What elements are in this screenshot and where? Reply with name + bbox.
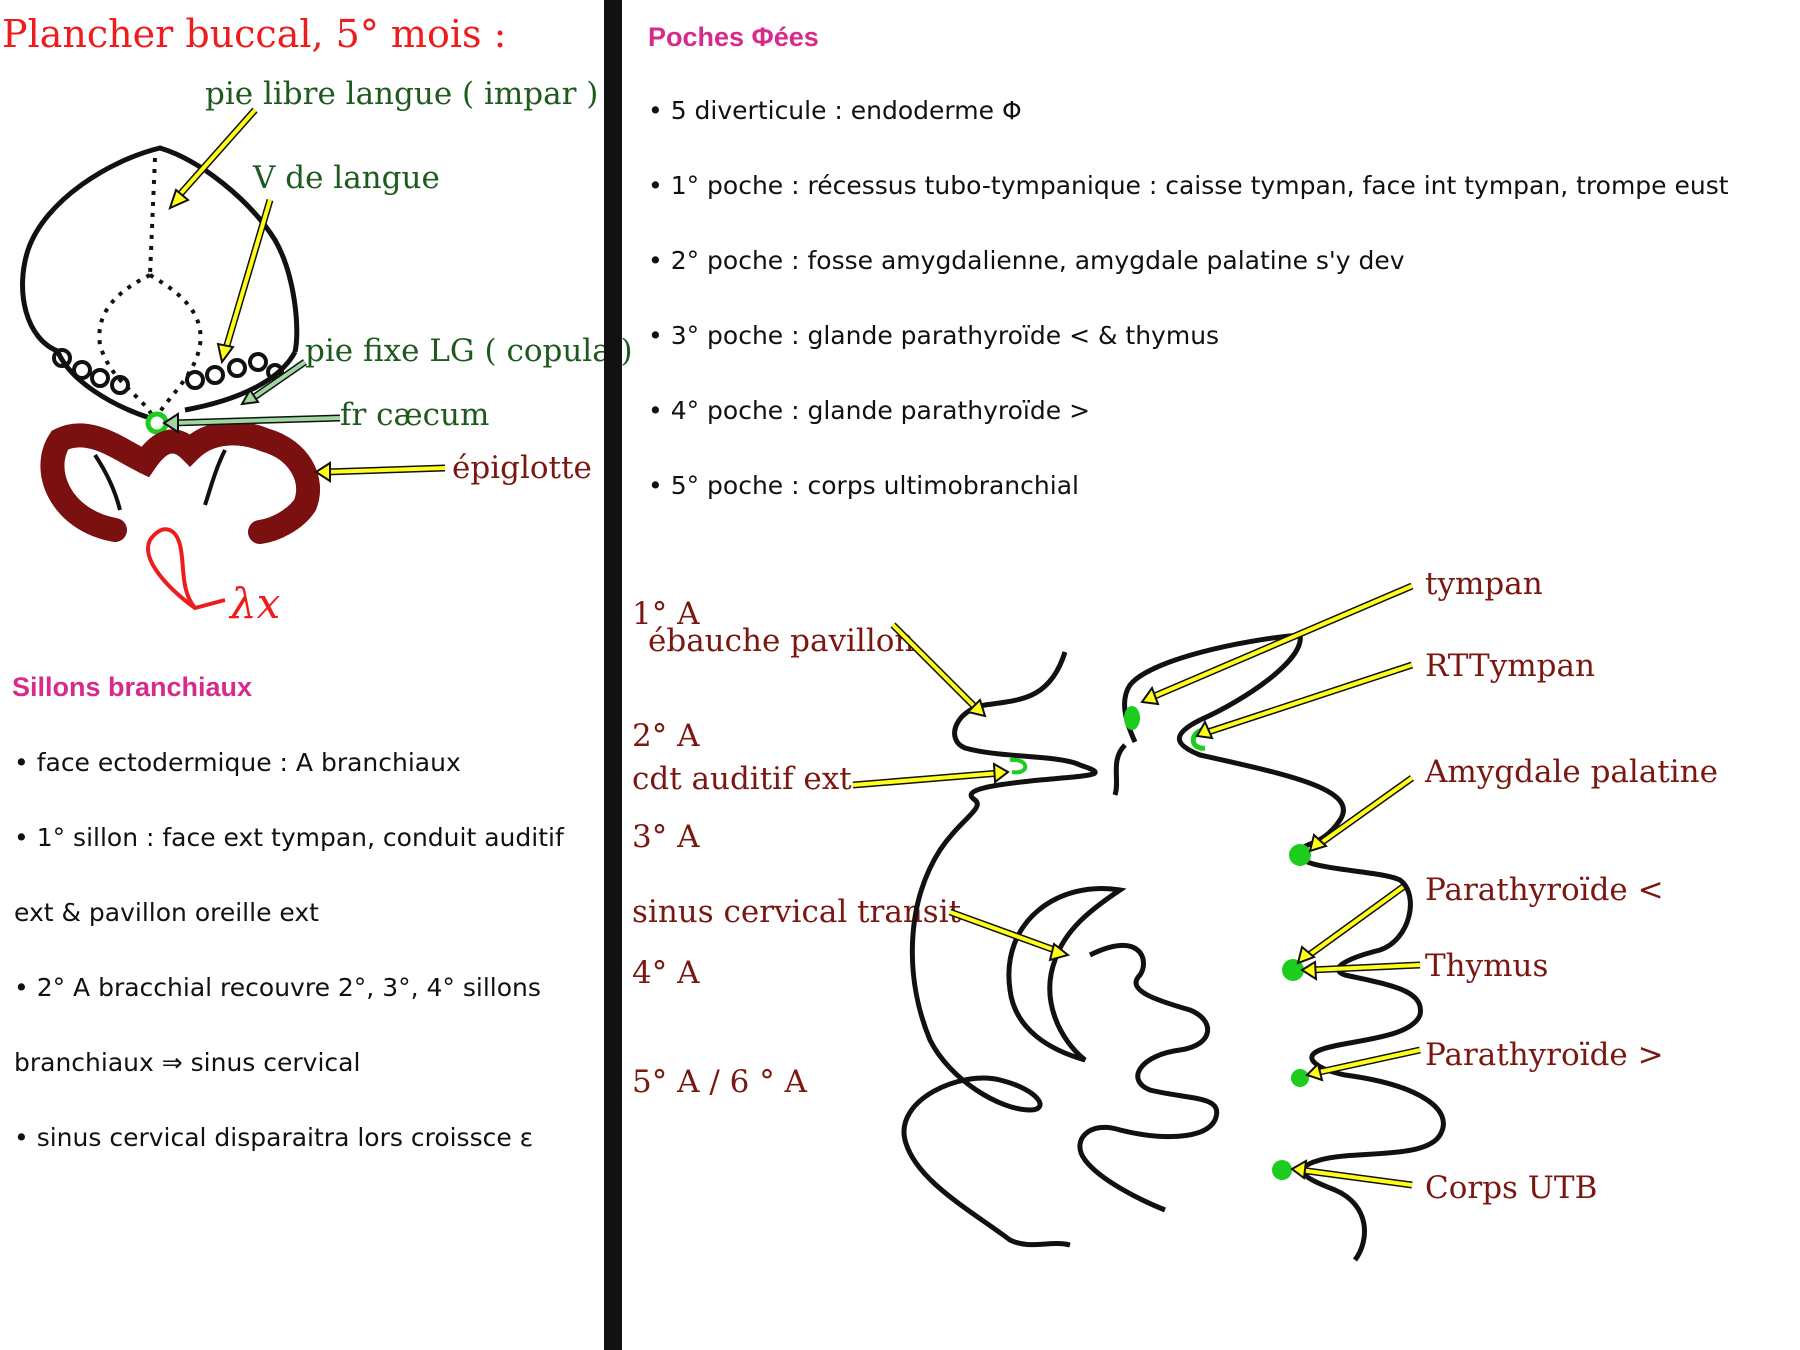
bullet-poches-6: • 5° poche : corps ultimobranchial (648, 471, 1079, 500)
bullet-poches-3: • 2° poche : fosse amygdalienne, amygdal… (648, 246, 1405, 275)
sinus-cervical-shape (1006, 886, 1127, 1063)
label-corps-utb: Corps UTB (1425, 1170, 1598, 1206)
label-parathyroide-sup: Parathyroïde > (1425, 1037, 1664, 1073)
amygdale-mark (1289, 844, 1311, 866)
label-amygdale: Amygdale palatine (1425, 754, 1718, 790)
bullet-poches-4: • 3° poche : glande parathyroïde < & thy… (648, 321, 1220, 350)
label-parathyroide-inf: Parathyroïde < (1425, 872, 1664, 908)
label-tympan: tympan (1425, 566, 1543, 602)
bullet-sillons-4: • 2° A bracchial recouvre 2°, 3°, 4° sil… (14, 973, 541, 1002)
label-v-de-langue: V de langue (253, 160, 440, 196)
label-sinus-cervical: sinus cervical transit (632, 894, 962, 930)
column-divider (604, 0, 622, 1350)
bullet-sillons-6: • sinus cervical disparaitra lors croiss… (14, 1123, 534, 1152)
label-arch-5-6: 5° A / 6 ° A (632, 1064, 807, 1100)
parathyroide-sup-mark (1291, 1069, 1309, 1087)
corps-utb-mark (1272, 1160, 1292, 1180)
bullet-poches-5: • 4° poche : glande parathyroïde > (648, 396, 1091, 425)
bullet-sillons-3: ext & pavillon oreille ext (14, 898, 319, 927)
bullet-poches-2: • 1° poche : récessus tubo-tympanique : … (648, 171, 1729, 200)
arch-contours (1077, 942, 1220, 1213)
label-pie-fixe: pie fixe LG ( copula ) (305, 333, 633, 369)
section-title-sillons: Sillons branchiaux (12, 672, 253, 702)
label-rttympan: RTTympan (1425, 648, 1595, 684)
label-foramen-caecum: fr cæcum (340, 397, 490, 433)
bullet-sillons-5: branchiaux ⇒ sinus cervical (14, 1048, 361, 1077)
arrows-left (162, 107, 446, 483)
tongue-outline (20, 145, 300, 355)
bullet-sillons-2: • 1° sillon : face ext tympan, conduit a… (14, 823, 564, 852)
tympan-mark (1124, 706, 1140, 730)
label-ebauche-pavillon: ébauche pavillon (648, 623, 915, 659)
label-larynx: λx (228, 579, 281, 628)
bullet-sillons-1: • face ectodermique : A branchiaux (14, 748, 461, 777)
page-title: Plancher buccal, 5° mois : (2, 12, 507, 56)
section-title-poches: Poches Φées (648, 22, 819, 52)
thymus-mark (1282, 959, 1304, 981)
label-arch-3: 3° A (632, 819, 700, 855)
median-sulcus (148, 157, 157, 276)
label-pie-libre-langue: pie libre langue ( impar ) (205, 76, 599, 112)
derived-structures (1124, 706, 1311, 1180)
endoderm-outline (1122, 632, 1446, 1262)
label-thymus: Thymus (1425, 948, 1549, 984)
ectoderm-outline (901, 651, 1098, 1248)
label-cdt-auditif: cdt auditif ext (632, 761, 852, 797)
arrows-right (852, 582, 1421, 1189)
v-sulcus (97, 273, 203, 417)
bullet-poches-1: • 5 diverticule : endoderme Φ (648, 96, 1022, 125)
label-arch-4: 4° A (632, 955, 700, 991)
conduit-auditif-mark (1009, 757, 1028, 775)
label-arch-2: 2° A (632, 718, 700, 754)
larynx-sketch (146, 527, 226, 611)
label-epiglotte: épiglotte (452, 450, 592, 486)
papillae (52, 348, 284, 395)
epiglottis-shape (40, 421, 320, 544)
label-arch-1: 1° A (632, 596, 700, 632)
